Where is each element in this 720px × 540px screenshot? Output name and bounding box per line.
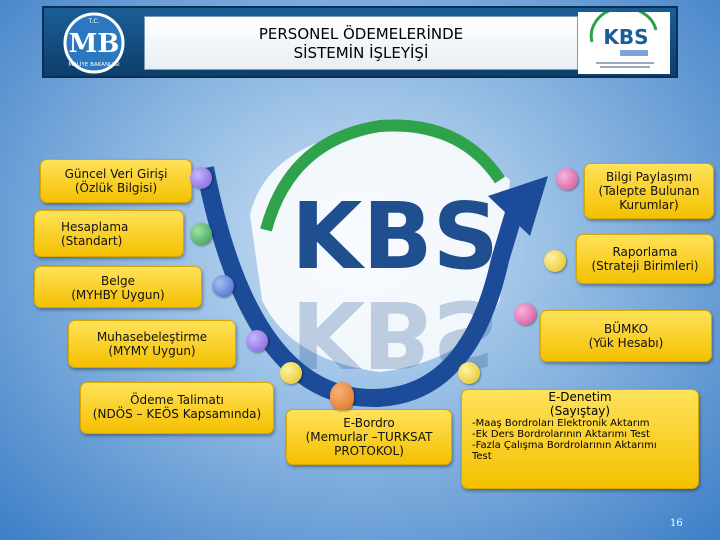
box-sublabel: (Talepte Bulunan bbox=[598, 184, 700, 198]
yellow-ball-icon bbox=[280, 362, 302, 384]
input-box-veri-girisi: Güncel Veri Girişi (Özlük Bilgisi) bbox=[40, 159, 192, 203]
output-box-bilgi-paylasimi: Bilgi Paylaşımı (Talepte Bulunan Kurumla… bbox=[584, 163, 714, 219]
list-item: -Maaş Bordroları Elektronik Aktarım bbox=[472, 418, 650, 429]
box-sublabel: (Özlük Bilgisi) bbox=[74, 181, 158, 195]
page-title-line2: SİSTEMİN İŞLEYİŞİ bbox=[293, 44, 429, 62]
list-item: -Ek Ders Bordrolarının Aktarımı Test bbox=[472, 429, 650, 440]
box-label: Muhasebeleştirme bbox=[96, 330, 208, 344]
box-sublabel: (Yük Hesabı) bbox=[588, 336, 664, 350]
svg-text:KBS: KBS bbox=[603, 25, 648, 49]
output-box-e-denetim: E-Denetim (Sayıştay) -Maaş Bordroları El… bbox=[461, 389, 699, 489]
green-arc bbox=[260, 119, 505, 232]
kbs-logo-small: KBS bbox=[578, 12, 670, 74]
box-label: BÜMKO bbox=[603, 322, 649, 336]
output-box-raporlama: Raporlama (Strateji Birimleri) bbox=[576, 234, 714, 284]
box-label: Bilgi Paylaşımı bbox=[605, 170, 693, 184]
page-title-line1: PERSONEL ÖDEMELERİNDE bbox=[258, 25, 464, 43]
box-sublabel: (MYMY Uygun) bbox=[108, 344, 196, 358]
svg-text:MB: MB bbox=[69, 29, 120, 59]
purple-ball-icon bbox=[246, 330, 268, 352]
header-bar: T.C. MB MALİYE BAKANLIĞI PERSONEL ÖDEMEL… bbox=[42, 6, 678, 78]
page-number: 16 bbox=[670, 518, 683, 529]
box-sublabel: (Strateji Birimleri) bbox=[591, 259, 699, 273]
yellow-ball-icon bbox=[544, 250, 566, 272]
blue-ball-icon bbox=[212, 275, 234, 297]
pink-ball-icon bbox=[514, 303, 536, 325]
kbs-center-logo: KBS bbox=[291, 183, 499, 290]
box-label: E-Bordro bbox=[343, 416, 395, 430]
box-label: E-Denetim bbox=[548, 390, 612, 404]
svg-text:MALİYE BAKANLIĞI: MALİYE BAKANLIĞI bbox=[68, 61, 120, 68]
box-sublabel: (NDÖS – KEÖS Kapsamında) bbox=[92, 407, 262, 421]
output-box-bumko: BÜMKO (Yük Hesabı) bbox=[540, 310, 712, 362]
box-label: Güncel Veri Girişi bbox=[64, 167, 168, 181]
output-box-e-bordro: E-Bordro (Memurlar –TURKSAT PROTOKOL) bbox=[286, 409, 452, 465]
box-label: Ödeme Talimatı bbox=[130, 393, 224, 407]
purple-ball-icon bbox=[190, 167, 212, 189]
cycle-arrow bbox=[196, 166, 527, 408]
svg-text:T.C.: T.C. bbox=[88, 18, 100, 25]
maliye-bakanligi-logo: T.C. MB MALİYE BAKANLIĞI bbox=[63, 12, 125, 74]
box-sublabel: (MYHBY Uygun) bbox=[71, 288, 165, 302]
list-item: -Fazla Çalışma Bordrolarının Aktarımı bbox=[472, 440, 657, 451]
box-sublabel: (Sayıştay) bbox=[549, 404, 611, 418]
box-sublabel: (Standart) bbox=[61, 234, 123, 248]
box-sublabel: PROTOKOL) bbox=[334, 444, 404, 458]
box-label: Hesaplama bbox=[61, 220, 129, 234]
input-box-belge: Belge (MYHBY Uygun) bbox=[34, 266, 202, 308]
orange-ball-icon bbox=[330, 382, 354, 410]
yellow-ball-icon bbox=[458, 362, 480, 384]
green-ball-icon bbox=[190, 223, 212, 245]
box-sublabel: (Memurlar –TURKSAT bbox=[305, 430, 433, 444]
shield-shape bbox=[250, 130, 510, 372]
box-sublabel: Kurumlar) bbox=[619, 198, 679, 212]
box-label: Belge bbox=[101, 274, 135, 288]
list-item: Test bbox=[472, 451, 492, 462]
input-box-hesaplama: Hesaplama (Standart) bbox=[34, 210, 184, 257]
input-box-odeme-talimati: Ödeme Talimatı (NDÖS – KEÖS Kapsamında) bbox=[80, 382, 274, 434]
arrow-head-icon bbox=[488, 176, 548, 236]
input-box-muhasebelestirme: Muhasebeleştirme (MYMY Uygun) bbox=[68, 320, 236, 368]
pink-ball-icon bbox=[556, 168, 578, 190]
title-panel: PERSONEL ÖDEMELERİNDE SİSTEMİN İŞLEYİŞİ bbox=[144, 16, 578, 70]
box-label: Raporlama bbox=[612, 245, 678, 259]
